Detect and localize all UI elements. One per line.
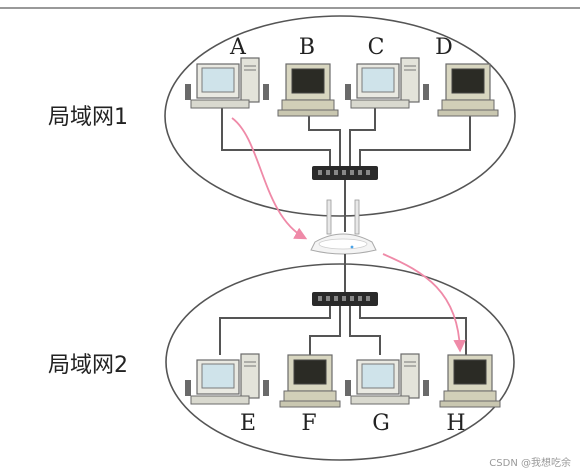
flow-arrow-a-to-router xyxy=(231,117,308,240)
node-label-a: A xyxy=(229,35,247,60)
node-label-d: D xyxy=(435,35,453,60)
lan2-wiring xyxy=(219,306,467,355)
lan1-ellipse xyxy=(164,15,516,217)
wireless-router-icon xyxy=(310,199,377,255)
node-label-b: B xyxy=(299,35,315,60)
lan2-ellipse xyxy=(165,263,515,461)
node-label-g: G xyxy=(372,411,390,436)
lan1-wiring xyxy=(221,108,471,166)
computer-a-icon xyxy=(184,57,270,109)
computer-b-icon xyxy=(277,63,339,117)
node-label-e: E xyxy=(240,411,256,436)
computer-d-icon xyxy=(437,63,499,117)
switch-1 xyxy=(312,166,378,180)
node-label-h: H xyxy=(446,411,465,436)
node-label-f: F xyxy=(301,411,316,436)
computer-e-icon xyxy=(184,353,270,405)
watermark: CSDN @我想吃余 xyxy=(489,456,571,469)
computer-f-icon xyxy=(279,354,341,408)
lan1-label: 局域网1 xyxy=(48,105,128,130)
computer-c-icon xyxy=(344,57,430,109)
node-label-c: C xyxy=(368,35,385,60)
computer-h-icon xyxy=(439,354,501,408)
switch-2 xyxy=(312,292,378,306)
computer-g-icon xyxy=(344,353,430,405)
lan2-label: 局域网2 xyxy=(48,353,128,378)
flow-arrow-router-to-h xyxy=(382,253,466,353)
